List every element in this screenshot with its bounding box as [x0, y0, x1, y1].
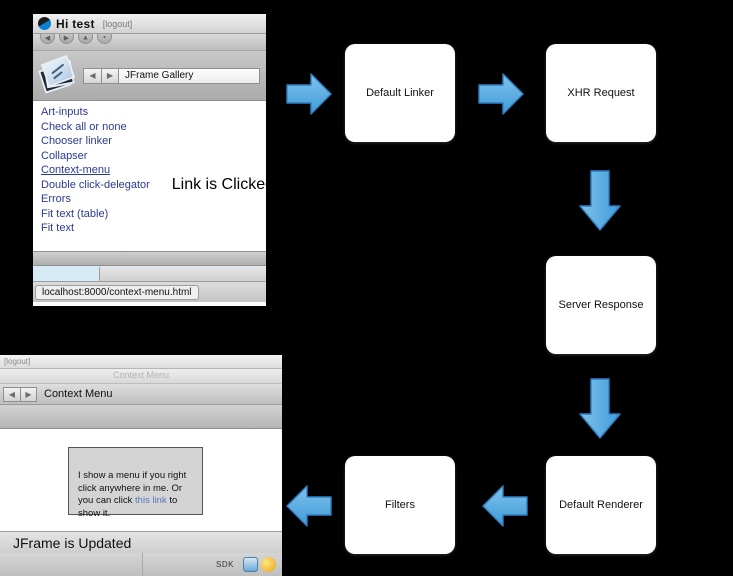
address-bar[interactable]: JFrame Gallery: [119, 67, 260, 84]
gallery-link-list: Art-inputs Check all or none Chooser lin…: [33, 101, 266, 236]
list-item-context-menu[interactable]: Context-menu: [41, 164, 111, 176]
photo-gallery-icon: [37, 54, 77, 95]
top-window-toolbar: ◀ ▶ JFrame Gallery: [33, 51, 266, 101]
show-menu-link[interactable]: this link: [135, 495, 167, 506]
nav-round-button-forward[interactable]: ▶: [59, 34, 74, 44]
context-box-text: I show a menu if you right click anywher…: [78, 470, 194, 520]
arrow-renderer-to-filters: [482, 484, 528, 528]
list-item[interactable]: Collapser: [41, 149, 88, 162]
context-box-text-after: to show it.: [78, 495, 178, 519]
list-item[interactable]: Double click-delegator: [41, 178, 150, 191]
list-item[interactable]: Art-inputs: [41, 106, 89, 118]
context-box-text-before: I show a menu if you right click anywher…: [78, 470, 187, 506]
back-button[interactable]: ◀: [3, 386, 20, 402]
list-item[interactable]: Chooser linker: [41, 135, 112, 147]
dock-bar: SDK: [0, 553, 282, 576]
forward-button[interactable]: ▶: [101, 67, 119, 84]
node-filters[interactable]: Filters: [345, 456, 455, 554]
context-menu-browser-window[interactable]: [logout] Context Menu ◀ ▶ Context Menu I…: [0, 355, 282, 576]
forward-button[interactable]: ▶: [20, 386, 37, 402]
app-yellow-icon[interactable]: [261, 557, 276, 572]
tab-strip[interactable]: [33, 266, 266, 282]
app-logo-icon: [38, 17, 51, 30]
arrow-filters-out: [286, 484, 332, 528]
node-label: Filters: [385, 499, 415, 511]
gallery-page-content: Art-inputs Check all or none Chooser lin…: [33, 101, 266, 251]
node-label: Server Response: [558, 299, 644, 311]
top-window-titlebar: Hi test [logout]: [33, 14, 266, 34]
status-bar: localhost:8000/context-menu.html: [33, 282, 266, 302]
list-item[interactable]: Fit text (table): [41, 207, 109, 220]
ghost-window-title: Context Menu: [0, 369, 282, 384]
finder-icon[interactable]: [243, 557, 258, 572]
dock-separator: [142, 553, 143, 576]
ghost-title-label: Context Menu: [112, 370, 170, 380]
list-item[interactable]: Fit text: [41, 222, 75, 234]
node-label: Default Renderer: [559, 499, 643, 511]
arrow-server-to-renderer: [578, 378, 622, 440]
logout-link[interactable]: [logout]: [102, 18, 133, 29]
content-splitter[interactable]: [33, 251, 266, 266]
context-menu-target-box[interactable]: I show a menu if you right click anywher…: [68, 447, 203, 519]
nav-round-button-more[interactable]: •: [97, 34, 112, 44]
sdk-label: SDK: [216, 560, 234, 569]
arrow-linker-to-xhr: [478, 72, 524, 116]
list-item[interactable]: Check all or none: [41, 120, 127, 133]
nav-round-button-back[interactable]: ◀: [40, 34, 55, 44]
bottom-window-navbar: ◀ ▶ Context Menu: [0, 384, 282, 405]
logout-link[interactable]: [logout]: [4, 357, 31, 366]
arrow-xhr-to-server: [578, 170, 622, 232]
tab-strip-filler: [99, 267, 266, 281]
link-clicked-banner: Link is Clicked: [171, 176, 266, 193]
back-button[interactable]: ◀: [83, 67, 101, 84]
node-xhr-request[interactable]: XHR Request: [546, 44, 656, 142]
node-label: Default Linker: [366, 87, 434, 99]
greeting-label: Hi test: [56, 16, 95, 31]
status-url: localhost:8000/context-menu.html: [35, 284, 199, 300]
node-label: XHR Request: [567, 87, 635, 99]
page-white-area: [0, 520, 70, 532]
node-default-linker[interactable]: Default Linker: [345, 44, 455, 142]
update-status-label: JFrame is Updated: [13, 535, 132, 551]
nav-round-button-up[interactable]: ▲: [78, 34, 93, 44]
page-title: Context Menu: [44, 388, 113, 400]
node-server-response[interactable]: Server Response: [546, 256, 656, 354]
list-item[interactable]: Errors: [41, 193, 71, 205]
bottom-window-titlebar: [logout]: [0, 355, 282, 369]
address-nav-group: ◀ ▶ JFrame Gallery: [83, 67, 260, 84]
bottom-window-toolbar: [0, 405, 282, 429]
node-default-renderer[interactable]: Default Renderer: [546, 456, 656, 554]
update-status-bar: JFrame is Updated: [0, 531, 282, 555]
window-button-strip: ◀ ▶ ▲ •: [33, 34, 266, 51]
arrow-into-linker: [286, 72, 332, 116]
gallery-browser-window[interactable]: Hi test [logout] ◀ ▶ ▲ • ◀ ▶ JFrame Gall…: [33, 14, 266, 306]
